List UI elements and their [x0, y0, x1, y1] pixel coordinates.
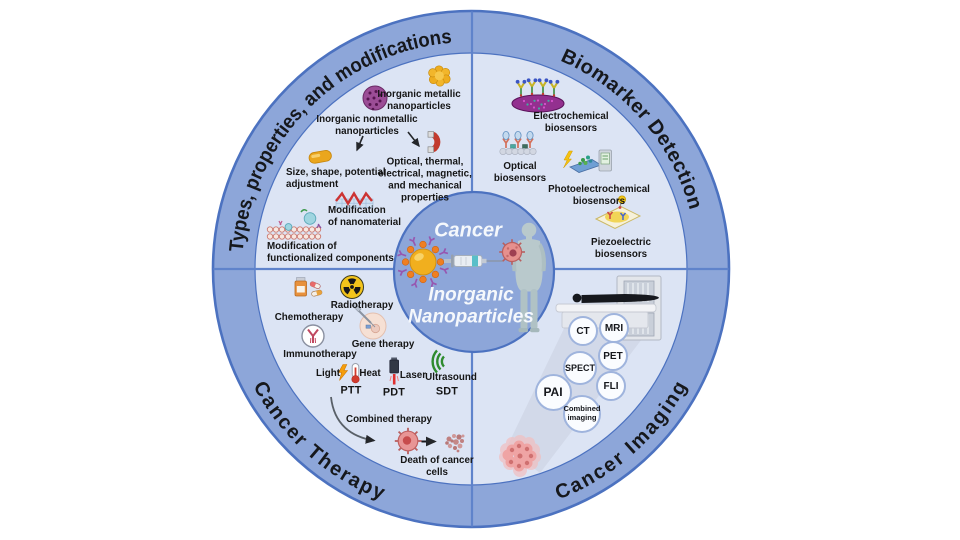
- metallic-nanoparticle-icon: [428, 65, 451, 87]
- piezoelectric-biosensor-icon: [594, 195, 642, 230]
- branch-arrows: [356, 131, 420, 152]
- tumor-mass-icon: [499, 435, 541, 477]
- immunotherapy-icon: [301, 324, 325, 348]
- radiotherapy-icon: [340, 275, 364, 299]
- combined-therapy-arrow: [330, 396, 376, 444]
- light-bolt-icon: [337, 364, 349, 381]
- laser-icon: [389, 357, 399, 385]
- center-circle: [392, 190, 556, 354]
- magnet-icon: [427, 131, 441, 153]
- electrochemical-biosensor-icon: [511, 78, 565, 113]
- label-death-of-cancer-cells: Death of cancer cells: [400, 454, 474, 478]
- label-ultrasound: Ultrasound: [425, 371, 477, 383]
- label-electrochemical-biosensors: Electrochemical biosensors: [533, 110, 609, 134]
- label-sdt: SDT: [435, 385, 459, 398]
- cancer-cell-icon: [394, 427, 422, 455]
- syringe-icon: [444, 254, 503, 268]
- modality-circle-spect: SPECT: [563, 351, 597, 385]
- photoelectrochemical-biosensor-icon: [563, 149, 612, 173]
- nanoparticle-icon: [397, 236, 449, 288]
- chemotherapy-icon: [294, 277, 323, 297]
- label-metallic-nanoparticles: Inorganic metallic nanoparticles: [377, 88, 461, 112]
- label-laser: Laser: [399, 369, 427, 381]
- modality-circle-pet: PET: [598, 341, 628, 371]
- label-pdt: PDT: [382, 386, 406, 399]
- label-ptt: PTT: [340, 384, 362, 397]
- label-piezoelectric-biosensors: Piezoelectric biosensors: [591, 236, 651, 260]
- heat-thermometer-icon: [351, 363, 360, 384]
- nanomaterial-wave-icon: [335, 191, 374, 208]
- center-inorganic-nanoparticles-label: Inorganic Nanoparticles: [408, 284, 534, 328]
- label-photoelectrochemical-biosensors: Photoelectrochemical biosensors: [548, 183, 650, 207]
- modality-circle-ct: CT: [568, 316, 598, 346]
- label-properties: Optical, thermal, electrical, magnetic, …: [378, 156, 472, 205]
- label-heat: Heat: [359, 367, 381, 379]
- modality-circle-mri: MRI: [599, 313, 629, 343]
- label-gene-therapy: Gene therapy: [351, 338, 415, 350]
- label-chemotherapy: Chemotherapy: [274, 311, 344, 323]
- optical-biosensor-icon: [499, 130, 537, 156]
- label-radiotherapy: Radiotherapy: [330, 299, 394, 311]
- patient-figure: [512, 222, 546, 333]
- modality-circle-fli: FLI: [596, 371, 626, 401]
- label-optical-biosensors: Optical biosensors: [493, 160, 547, 184]
- label-immunotherapy: Immunotherapy: [283, 348, 357, 360]
- label-modification-nanomaterial: Modification of nanomaterial: [328, 204, 401, 228]
- label-light: Light: [316, 367, 340, 379]
- center-cancer-label: Cancer: [434, 219, 502, 242]
- modality-circle-combined-imaging: Combined imaging: [563, 395, 601, 433]
- label-size-shape: Size, shape, potential adjustment: [286, 166, 386, 190]
- label-combined-therapy: Combined therapy: [345, 413, 433, 425]
- dead-cell-icon: [445, 434, 465, 453]
- gene-therapy-icon: [351, 302, 387, 340]
- tumor-cell-icon: [499, 239, 525, 265]
- pill-icon: [308, 150, 332, 164]
- ultrasound-icon: [431, 349, 445, 374]
- functionalized-membrane-icon: [266, 208, 322, 240]
- label-modification-functionalized: Modification of functionalized component…: [267, 240, 394, 264]
- label-nonmetallic-nanoparticles: Inorganic nonmetallic nanoparticles: [316, 113, 418, 137]
- nonmetallic-nanoparticle-icon: [362, 85, 388, 111]
